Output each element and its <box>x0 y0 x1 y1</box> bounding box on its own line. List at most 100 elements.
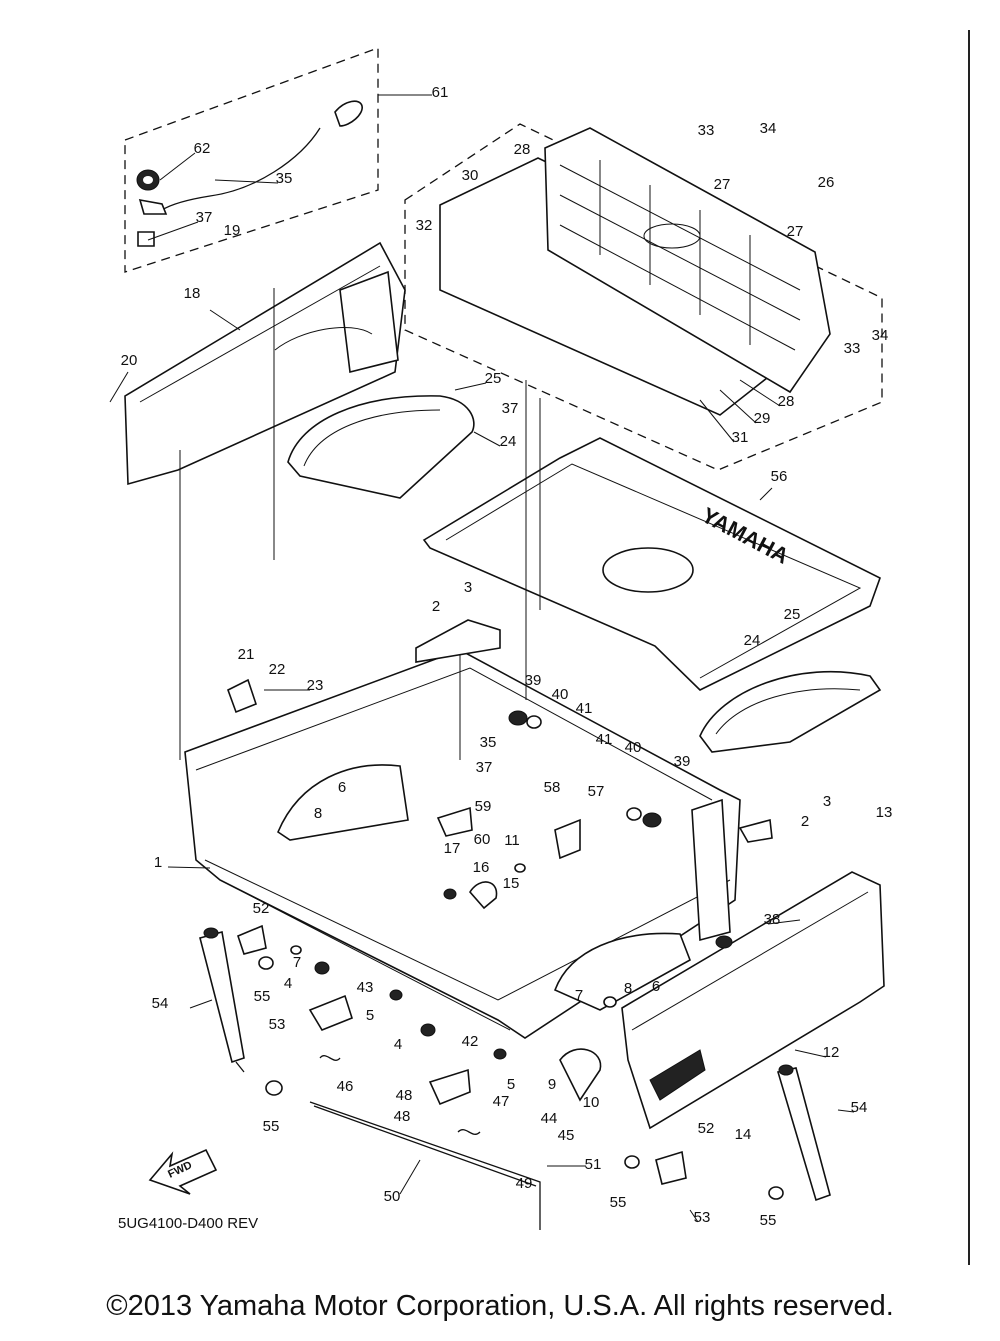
callout-c15: 15 <box>503 875 520 892</box>
callout-c53a: 53 <box>269 1016 286 1033</box>
callout-c54a: 54 <box>152 995 169 1012</box>
callout-c25a: 25 <box>485 370 502 387</box>
callout-c29: 29 <box>754 410 771 427</box>
gas-strut-right <box>776 1064 831 1202</box>
callout-c48b: 48 <box>394 1108 411 1125</box>
callout-c42: 42 <box>462 1033 479 1050</box>
gas-strut-left <box>199 927 245 1073</box>
callout-c37a: 37 <box>196 209 213 226</box>
callout-c28b: 28 <box>778 393 795 410</box>
callout-c49: 49 <box>516 1175 533 1192</box>
callout-c41b: 41 <box>596 731 613 748</box>
callout-c59: 59 <box>475 798 492 815</box>
callout-c2a: 2 <box>432 598 440 615</box>
callout-c56: 56 <box>771 468 788 485</box>
callout-c7a: 7 <box>293 954 301 971</box>
right-side-panel <box>621 871 885 1130</box>
callout-c55c: 55 <box>610 1194 627 1211</box>
callout-c2b: 2 <box>801 813 809 830</box>
callout-c6b: 6 <box>652 978 660 995</box>
callout-c3a: 3 <box>464 579 472 596</box>
callout-c9: 9 <box>548 1076 556 1093</box>
callout-c27a: 27 <box>714 176 731 193</box>
tailgate <box>544 127 831 394</box>
callout-c18: 18 <box>184 285 201 302</box>
callout-c35b: 35 <box>480 734 497 751</box>
callout-c35a: 35 <box>276 170 293 187</box>
callout-c7b: 7 <box>575 987 583 1004</box>
callout-c28a: 28 <box>514 141 531 158</box>
callout-c47: 47 <box>493 1093 510 1110</box>
cable-assembly-inset <box>124 47 432 273</box>
callout-c33a: 33 <box>698 122 715 139</box>
callout-c6a: 6 <box>338 779 346 796</box>
callout-c32: 32 <box>416 217 433 234</box>
latch-rod <box>309 1101 541 1230</box>
drawing-code: 5UG4100-D400 REV <box>118 1215 258 1232</box>
callout-c37b: 37 <box>502 400 519 417</box>
callout-c34b: 34 <box>872 327 889 344</box>
callout-c46: 46 <box>337 1078 354 1095</box>
copyright-notice: ©2013 Yamaha Motor Corporation, U.S.A. A… <box>106 1290 894 1322</box>
callout-c58: 58 <box>544 779 561 796</box>
callout-c55b: 55 <box>263 1118 280 1135</box>
callout-c17: 17 <box>444 840 461 857</box>
callout-c8a: 8 <box>314 805 322 822</box>
leader-lines <box>109 152 855 1223</box>
callout-c51: 51 <box>585 1156 602 1173</box>
callout-c19: 19 <box>224 222 241 239</box>
hardware <box>227 619 784 1200</box>
callout-c34a: 34 <box>760 120 777 137</box>
callout-c57: 57 <box>588 783 605 800</box>
callout-c24b: 24 <box>744 632 761 649</box>
callout-c53b: 53 <box>694 1209 711 1226</box>
callout-c40b: 40 <box>625 739 642 756</box>
callout-c44: 44 <box>541 1110 558 1127</box>
right-border-rule <box>968 30 970 1265</box>
callout-c55a: 55 <box>254 988 271 1005</box>
callout-c23: 23 <box>307 677 324 694</box>
cargo-bed <box>184 649 741 1039</box>
callout-c3b: 3 <box>823 793 831 810</box>
callout-c8b: 8 <box>624 980 632 997</box>
callout-c55d: 55 <box>760 1212 777 1229</box>
callout-c21: 21 <box>238 646 255 663</box>
callout-c54b: 54 <box>851 1099 868 1116</box>
callout-c52a: 52 <box>253 900 270 917</box>
callout-c1: 1 <box>154 854 162 871</box>
callout-c61: 61 <box>432 84 449 101</box>
callout-c50: 50 <box>384 1188 401 1205</box>
callout-c52b: 52 <box>698 1120 715 1137</box>
rear-fender-right <box>699 670 882 753</box>
tailgate-assembly-group <box>404 123 883 471</box>
left-side-panel <box>124 241 406 486</box>
callout-c14: 14 <box>735 1126 752 1143</box>
callout-c48a: 48 <box>396 1087 413 1104</box>
callout-c4b: 4 <box>394 1036 402 1053</box>
callout-c33b: 33 <box>844 340 861 357</box>
wheel-well-right <box>553 932 691 1011</box>
rear-fender-left <box>287 395 475 499</box>
callout-c39a: 39 <box>525 672 542 689</box>
callout-c39b: 39 <box>674 753 691 770</box>
callout-c5b: 5 <box>507 1076 515 1093</box>
callout-c60: 60 <box>474 831 491 848</box>
bed-mat: YAMAHA <box>422 437 881 691</box>
callout-c10: 10 <box>583 1094 600 1111</box>
callout-c37c: 37 <box>476 759 493 776</box>
callout-c4a: 4 <box>284 975 292 992</box>
callout-c31: 31 <box>732 429 749 446</box>
callout-c13: 13 <box>876 804 893 821</box>
callout-c20: 20 <box>121 352 138 369</box>
callout-c62: 62 <box>194 140 211 157</box>
callout-c45: 45 <box>558 1127 575 1144</box>
callout-c40a: 40 <box>552 686 569 703</box>
callout-c41a: 41 <box>576 700 593 717</box>
callout-c38: 38 <box>764 911 781 928</box>
callout-c11: 11 <box>504 832 520 849</box>
callout-c43: 43 <box>357 979 374 996</box>
forward-arrow-icon: FWD <box>148 1148 218 1195</box>
callout-c22: 22 <box>269 661 286 678</box>
